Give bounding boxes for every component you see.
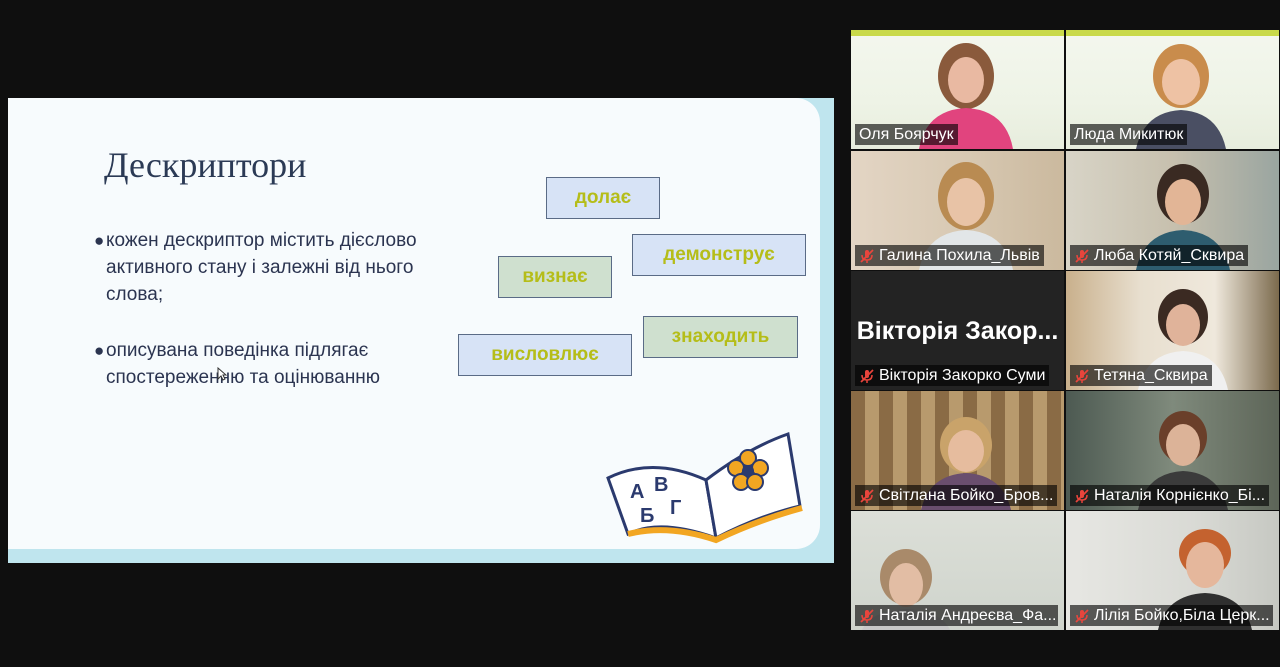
video-tile[interactable]: Вікторія Закор... Вікторія Закорко Суми: [851, 271, 1064, 390]
participant-name: Світлана Бойко_Бров...: [855, 485, 1058, 506]
video-tile[interactable]: Тетяна_Сквира: [1066, 271, 1279, 390]
participant-gallery: Оля Боярчук Люда Микитюк Галина Похила_Л…: [851, 30, 1280, 632]
participant-name: Наталія Андреєва_Фа...: [855, 605, 1058, 626]
muted-mic-icon: [1075, 488, 1089, 503]
book-letter: В: [654, 474, 668, 496]
flower-icon: [727, 449, 769, 491]
slide-title: Дескриптори: [104, 145, 307, 185]
word-card: визнає: [498, 256, 612, 298]
video-tile[interactable]: Оля Боярчук: [851, 30, 1064, 149]
mouse-pointer-icon: [217, 367, 227, 381]
participant-name: Люба Котяй_Сквира: [1070, 245, 1249, 266]
muted-mic-icon: [1075, 368, 1089, 383]
participant-name: Вікторія Закорко Суми: [855, 365, 1050, 386]
participant-name: Лілія Бойко,Біла Церк...: [1070, 605, 1273, 626]
word-card: знаходить: [643, 316, 798, 358]
video-tile[interactable]: Люда Микитюк: [1066, 30, 1279, 149]
book-letter: А: [630, 481, 644, 503]
video-tile[interactable]: Наталія Андреєва_Фа...: [851, 511, 1064, 630]
participant-name: Люда Микитюк: [1070, 124, 1188, 145]
camera-off-name: Вікторія Закор...: [856, 317, 1059, 345]
muted-mic-icon: [860, 248, 874, 263]
book-illustration: А В Б Г: [606, 431, 803, 544]
participant-name: Тетяна_Сквира: [1070, 365, 1212, 386]
video-tile[interactable]: Галина Похила_Львів: [851, 151, 1064, 270]
muted-mic-icon: [1075, 248, 1089, 263]
video-tile[interactable]: Люба Котяй_Сквира: [1066, 151, 1279, 270]
bullet-dot: ●: [94, 231, 105, 250]
muted-mic-icon: [860, 608, 874, 623]
muted-mic-icon: [860, 368, 874, 383]
word-card: демонструє: [632, 234, 806, 276]
word-card: долає: [546, 177, 660, 219]
participant-name: Наталія Корнієнко_Бі...: [1070, 485, 1270, 506]
word-card: висловлює: [458, 334, 632, 376]
muted-mic-icon: [1075, 608, 1089, 623]
video-tile[interactable]: Світлана Бойко_Бров...: [851, 391, 1064, 510]
slide-bullet: ● кожен дескриптор містить дієслово акти…: [94, 227, 424, 308]
bullet-text: кожен дескриптор містить дієслово активн…: [106, 230, 417, 305]
slide-bullet: ● описувана поведінка підлягає спостереж…: [94, 337, 424, 391]
video-tile[interactable]: Наталія Корнієнко_Бі...: [1066, 391, 1279, 510]
video-tile[interactable]: Лілія Бойко,Біла Церк...: [1066, 511, 1279, 630]
participant-name: Оля Боярчук: [855, 124, 958, 145]
book-letter: Б: [640, 505, 654, 527]
participant-name: Галина Похила_Львів: [855, 245, 1044, 266]
book-letter: Г: [670, 497, 681, 519]
bullet-text: описувана поведінка підлягає спостережен…: [106, 340, 381, 388]
shared-screen-slide: Дескриптори ● кожен дескриптор містить д…: [8, 98, 834, 563]
bullet-dot: ●: [94, 341, 105, 360]
slide-canvas: Дескриптори ● кожен дескриптор містить д…: [8, 98, 820, 549]
muted-mic-icon: [860, 488, 874, 503]
